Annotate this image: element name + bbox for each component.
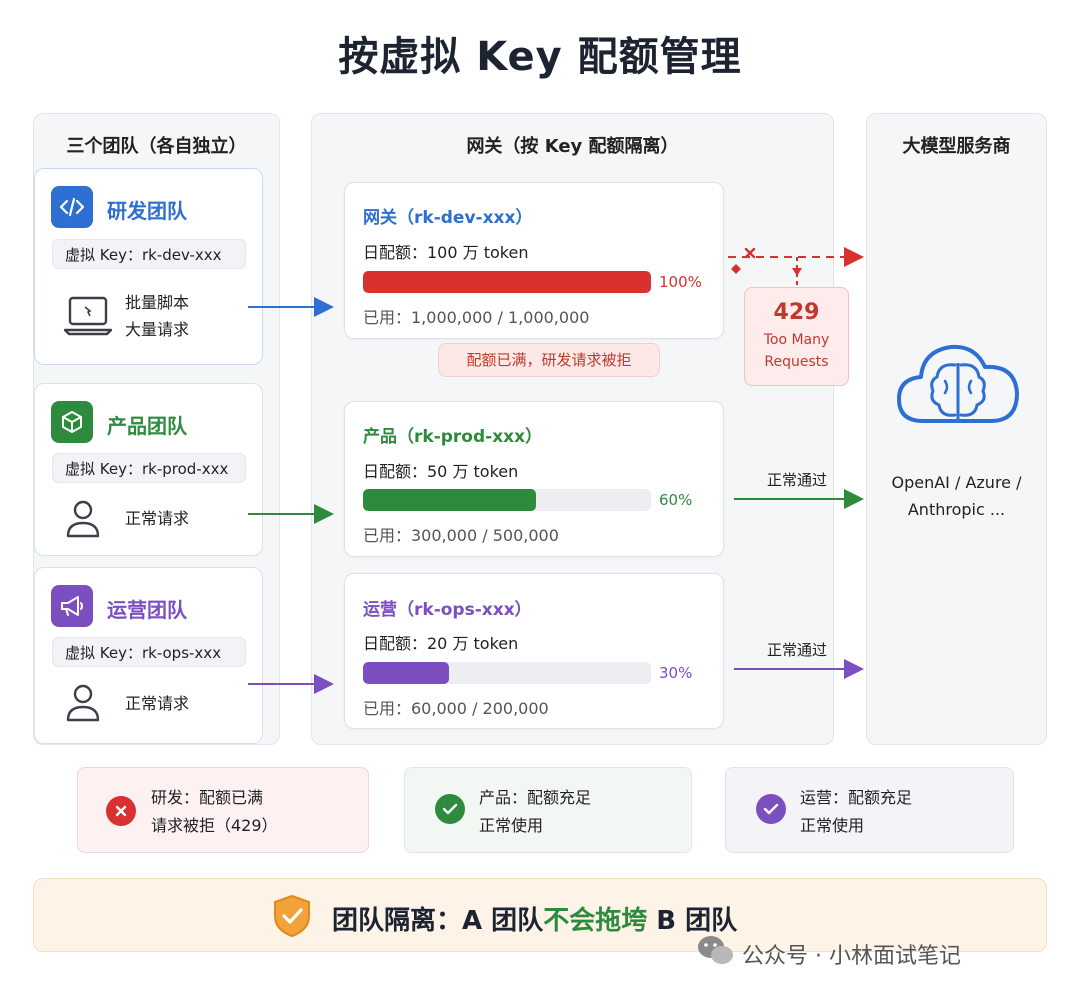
- virtual-key-prod: 虚拟 Key：rk-prod-xxx: [52, 453, 246, 483]
- virtual-key-dev: 虚拟 Key：rk-dev-xxx: [52, 239, 246, 269]
- error-message-line1: Too Many: [763, 332, 830, 348]
- page-title: 按虚拟 Key 配额管理: [338, 34, 742, 80]
- isolation-banner: 团队隔离：A 团队不会拖垮 B 团队: [33, 878, 1047, 952]
- gateway-quota-prod: 日配额：50 万 token: [363, 462, 519, 481]
- megaphone-icon: [51, 585, 93, 627]
- user-icon: [65, 499, 101, 543]
- virtual-key-ops: 虚拟 Key：rk-ops-xxx: [52, 637, 246, 667]
- team-card-prod: 产品团队 虚拟 Key：rk-prod-xxx 正常请求: [34, 383, 263, 556]
- error-code: 429: [773, 300, 820, 325]
- quota-percent-prod: 60%: [659, 491, 693, 509]
- gateway-card-prod: 产品（rk-prod-xxx） 日配额：50 万 token 60% 已用：30…: [344, 401, 724, 557]
- quota-percent-ops: 30%: [659, 664, 693, 682]
- quota-bar-prod: [363, 489, 651, 511]
- quota-used-ops: 已用：60,000 / 200,000: [363, 699, 549, 718]
- watermark: 公众号 · 小林面试笔记: [742, 944, 961, 969]
- banner-emphasis: 不会拖垮: [543, 906, 648, 936]
- banner-text: 团队隔离：A 团队不会拖垮 B 团队: [332, 906, 738, 936]
- pass-label-prod: 正常通过: [766, 471, 827, 489]
- status-card-prod: 产品：配额充足 正常使用: [404, 767, 692, 853]
- quota-bar-fill-prod: [363, 489, 536, 511]
- code-icon: [51, 186, 93, 228]
- quota-used-prod: 已用：300,000 / 500,000: [363, 526, 559, 545]
- status-card-ops: 运营：配额充足 正常使用: [725, 767, 1014, 853]
- status-text-ops: 运营：配额充足 正常使用: [800, 788, 913, 835]
- gateway-name-prod: 产品（rk-prod-xxx）: [363, 427, 543, 447]
- status-text-dev: 研发：配额已满 请求被拒（429）: [151, 788, 278, 835]
- status-card-dev: 研发：配额已满 请求被拒（429）: [77, 767, 369, 853]
- team-name-prod: 产品团队: [107, 414, 187, 438]
- gateway-quota-dev: 日配额：100 万 token: [363, 243, 529, 262]
- quota-bar-fill-ops: [363, 662, 450, 684]
- user-icon: [65, 683, 101, 727]
- shield-check-icon: [272, 894, 312, 942]
- gateway-name-dev: 网关（rk-dev-xxx）: [363, 208, 533, 228]
- provider-panel: [866, 113, 1047, 745]
- quota-bar-fill-dev: [363, 271, 651, 293]
- gateway-column-title: 网关（按 Key 配额隔离）: [466, 136, 679, 157]
- team-card-ops: 运营团队 虚拟 Key：rk-ops-xxx 正常请求: [34, 567, 263, 744]
- cube-icon: [51, 401, 93, 443]
- error-429-box: 429 Too Many Requests: [744, 287, 849, 386]
- request-type-dev: 批量脚本 大量请求: [125, 293, 190, 339]
- provider-names: OpenAI / Azure / Anthropic ...: [891, 473, 1022, 519]
- team-name-ops: 运营团队: [107, 598, 187, 622]
- pass-label-ops: 正常通过: [766, 641, 827, 659]
- gateway-quota-ops: 日配额：20 万 token: [363, 634, 519, 653]
- error-message-line2: Requests: [764, 354, 829, 370]
- check-circle-icon: [756, 794, 786, 824]
- gateway-card-dev: 网关（rk-dev-xxx） 日配额：100 万 token 100% 已用：1…: [344, 182, 724, 339]
- team-name-dev: 研发团队: [107, 199, 187, 223]
- reject-note: 配额已满，研发请求被拒: [438, 343, 660, 377]
- check-circle-icon: [435, 794, 465, 824]
- teams-column-title: 三个团队（各自独立）: [66, 136, 247, 157]
- status-text-prod: 产品：配额充足 正常使用: [479, 788, 592, 835]
- x-circle-icon: [106, 796, 136, 826]
- request-type-ops: 正常请求: [125, 694, 190, 713]
- laptop-icon: [63, 295, 113, 341]
- wechat-logo-icon: [696, 934, 736, 972]
- quota-bar-dev: [363, 271, 651, 293]
- team-card-dev: 研发团队 虚拟 Key：rk-dev-xxx 批量脚本 大量请求: [34, 168, 263, 365]
- quota-used-dev: 已用：1,000,000 / 1,000,000: [363, 308, 590, 327]
- quota-bar-ops: [363, 662, 651, 684]
- quota-percent-dev: 100%: [659, 273, 702, 291]
- cloud-brain-icon: [893, 333, 1023, 437]
- gateway-name-ops: 运营（rk-ops-xxx）: [363, 600, 532, 620]
- provider-column-title: 大模型服务商: [902, 136, 1011, 157]
- request-type-prod: 正常请求: [125, 509, 190, 528]
- gateway-card-ops: 运营（rk-ops-xxx） 日配额：20 万 token 30% 已用：60,…: [344, 573, 724, 729]
